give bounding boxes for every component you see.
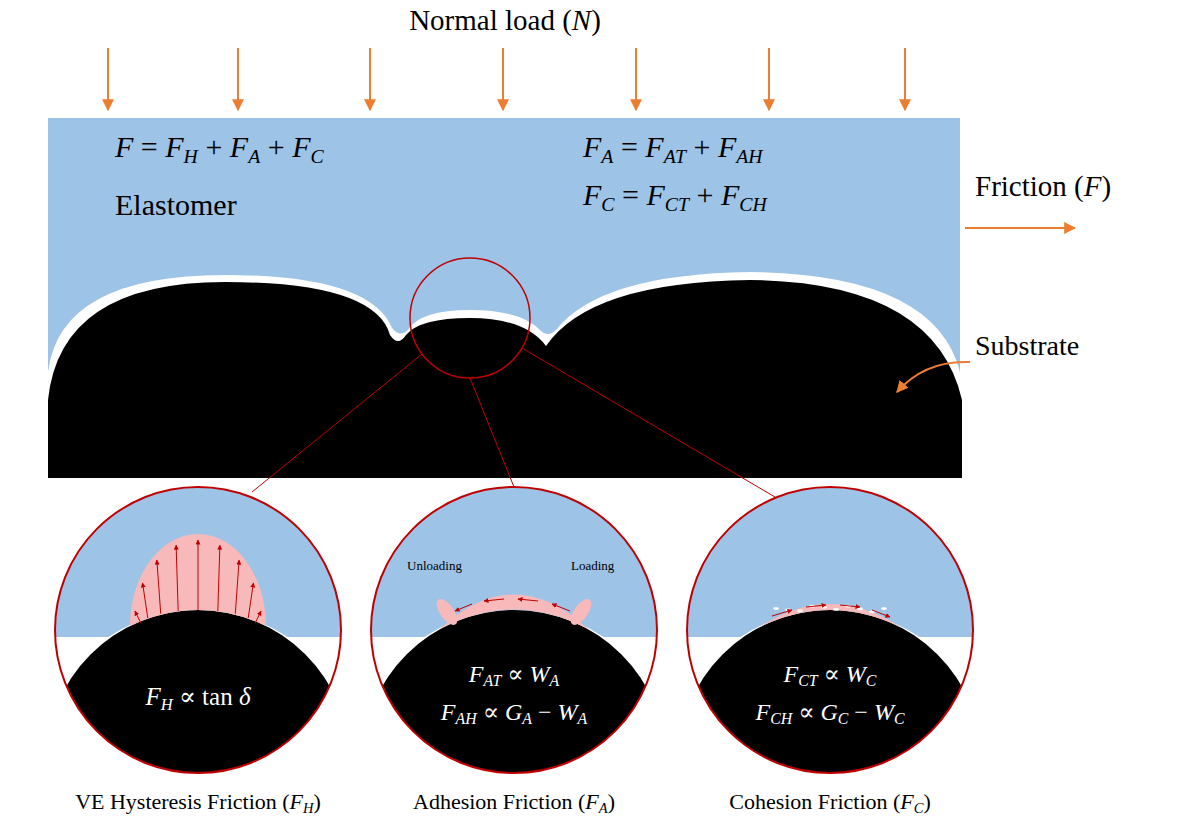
elastomer-region: F = FH + FA + FC Elastomer FA = FAT + FAH F… (48, 118, 960, 278)
substrate-label: Substrate (975, 330, 1079, 362)
load-label: Normal load (N) (409, 4, 601, 37)
normal-load-arrows (237, 48, 239, 110)
caption-label: Adhesion Friction (FA) (413, 789, 615, 814)
cohesion-zoom (758, 604, 902, 628)
formula-text: FAH ∝ GA − WA (441, 699, 587, 727)
formula-text: FC = FCT + FCH (583, 178, 767, 213)
friction-label: Friction (F) (975, 170, 1111, 203)
shear-arrows (840, 605, 860, 607)
shear-arrows (455, 599, 570, 611)
formula-text: FCH ∝ GC − WC (756, 699, 905, 727)
stress-arrows (143, 583, 148, 618)
damage-specks (857, 608, 863, 611)
normal-load-arrows (502, 48, 504, 110)
stress-arrows (135, 540, 261, 623)
adhesion-zoom (567, 596, 596, 629)
formula-text: FH ∝ tan δ (145, 683, 250, 712)
normal-load-arrows (635, 48, 637, 110)
adhesion-zoom (433, 596, 462, 629)
zoom-circle (371, 487, 657, 773)
zoom-circle-node: FCT ∝ WCFCH ∝ GC − WCCohesion Friction (… (687, 487, 973, 773)
shear-arrows (484, 599, 504, 601)
shear-arrows (455, 604, 472, 611)
zoom-leaders (252, 348, 780, 500)
adhesion-zoom (440, 595, 588, 630)
shear-arrows (552, 604, 570, 611)
zoom-circle (687, 487, 973, 773)
formula-text: FCT ∝ WC (784, 661, 877, 689)
stress-arrows (157, 560, 161, 614)
stress-arrows (176, 545, 178, 611)
shear-arrows (772, 605, 890, 617)
stress-arrows (248, 583, 253, 618)
hysteresis-zoom (46, 610, 350, 834)
normal-load-arrows (107, 48, 109, 110)
shear-arrows (772, 610, 792, 616)
cohesion-zoom (668, 487, 992, 834)
stress-arrows (218, 545, 220, 611)
caption-label: VE Hysteresis Friction (FH) (75, 789, 321, 814)
zoom-circle-node: UnloadingLoadingFAT ∝ WAFAH ∝ GA − WAAdh… (371, 487, 657, 773)
zoom-leaders (470, 378, 514, 487)
zoom-circle-node: FH ∝ tan δVE Hysteresis Friction (FH) (55, 487, 341, 773)
zoom-marker (410, 258, 530, 378)
normal-load-arrows (108, 48, 905, 110)
shear-arrows (518, 599, 538, 601)
friction-arrow (965, 227, 1075, 229)
normal-load-arrows (768, 48, 770, 110)
damage-specks (797, 610, 803, 613)
adhesion-zoom (352, 610, 676, 834)
stress-arrows (198, 540, 199, 610)
damage-specks (821, 606, 827, 609)
shear-arrows (872, 610, 890, 617)
damage-specks (833, 608, 839, 611)
cohesion-zoom (678, 610, 982, 834)
zoom-leaders (522, 348, 780, 500)
formula-text: Unloading (407, 559, 462, 574)
hysteresis-zoom (36, 487, 360, 834)
damage-specks (773, 605, 887, 613)
formula-text: Elastomer (115, 188, 237, 223)
cohesion-zoom (668, 610, 992, 834)
adhesion-zoom (362, 610, 666, 834)
shear-arrows (806, 605, 826, 607)
normal-load-arrows (369, 48, 371, 110)
normal-load-arrows (904, 48, 906, 110)
zoom-leaders (252, 354, 422, 492)
damage-specks (773, 607, 779, 610)
stress-arrows (255, 611, 261, 623)
zoom-circle (55, 487, 341, 773)
stress-arrows (135, 611, 141, 623)
formula-text: Loading (571, 559, 614, 574)
stress-arrows (235, 560, 239, 614)
formula-text: F = FH + FA + FC (115, 130, 324, 165)
formula-text: FAT ∝ WA (469, 661, 559, 689)
damage-specks (881, 607, 887, 610)
hysteresis-zoom (36, 610, 360, 834)
caption-label: Cohesion Friction (FC) (729, 789, 931, 814)
formula-text: FA = FAT + FAH (583, 130, 763, 165)
adhesion-zoom (352, 487, 676, 834)
substrate-body (48, 280, 962, 478)
substrate-leader (897, 362, 970, 392)
hysteresis-zoom (130, 534, 266, 626)
